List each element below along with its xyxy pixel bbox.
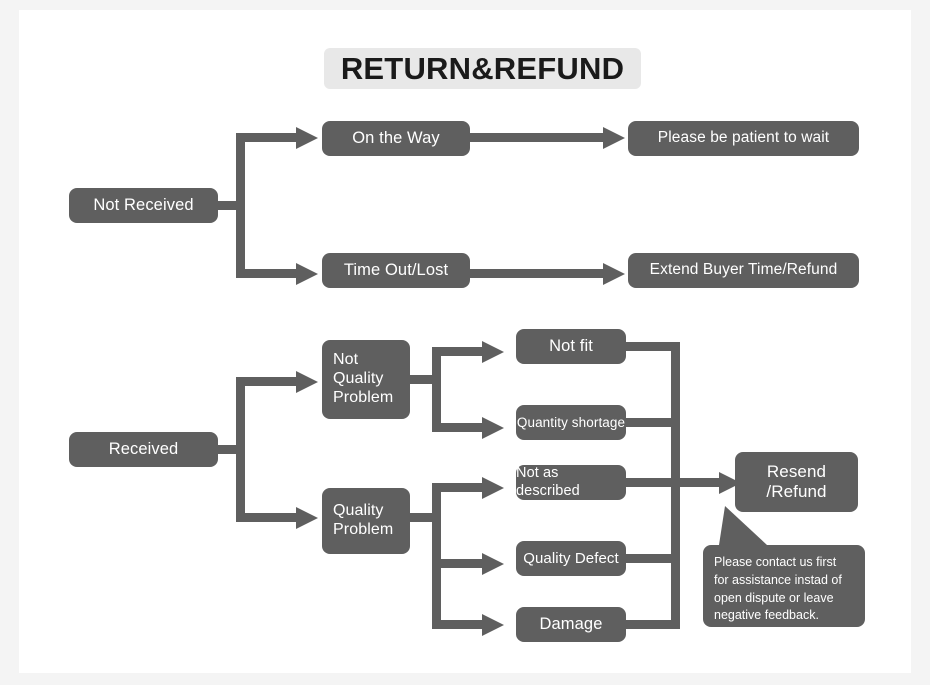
callout-contact-first: Please contact us first for assistance i… xyxy=(703,545,865,627)
connector-quality-arm xyxy=(236,513,298,522)
node-quantity-shortage[interactable]: Quantity shortage xyxy=(516,405,626,440)
connector-damage-arm xyxy=(432,620,484,629)
connector-merge-not-fit xyxy=(626,342,679,351)
node-not-quality-problem-line1: Not xyxy=(333,351,359,369)
connector-quantity-shortage-arm xyxy=(432,423,484,432)
node-resend-refund-line2: /Refund xyxy=(766,482,827,501)
arrowhead-please-be-patient xyxy=(603,126,625,149)
node-quality-defect-label: Quality Defect xyxy=(523,549,619,567)
node-quality-problem-line2: Problem xyxy=(333,521,394,538)
arrowhead-extend-buyer xyxy=(603,262,625,285)
node-damage-label: Damage xyxy=(539,614,603,633)
node-quality-problem-line1: Quality xyxy=(333,502,384,520)
node-damage[interactable]: Damage xyxy=(516,607,626,642)
node-quantity-shortage-label: Quantity shortage xyxy=(516,414,626,430)
arrowhead-damage xyxy=(482,613,504,636)
node-not-quality-problem-label: Not Quality Problem xyxy=(333,351,410,408)
connector-not-fit-arm xyxy=(432,347,484,356)
connector-merge-not-as-described xyxy=(626,478,679,487)
callout-line4: negative feedback. xyxy=(714,608,819,623)
connector-on-the-way-arm xyxy=(236,133,298,142)
node-quality-defect[interactable]: Quality Defect xyxy=(516,541,626,576)
node-extend-buyer-time-refund[interactable]: Extend Buyer Time/Refund xyxy=(628,253,859,288)
node-quality-problem-label: Quality Problem xyxy=(333,502,410,540)
node-quality-problem[interactable]: Quality Problem xyxy=(322,488,410,554)
node-please-be-patient-label: Please be patient to wait xyxy=(657,129,830,147)
connector-not-received-trunk xyxy=(236,133,245,278)
callout-line1: Please contact us first xyxy=(714,555,837,569)
connector-qp-trunk xyxy=(432,483,441,629)
node-not-fit-label: Not fit xyxy=(549,336,593,355)
callout-line3: open dispute or leave xyxy=(714,590,834,605)
arrowhead-not-quality-problem xyxy=(296,370,318,393)
arrowhead-not-as-described xyxy=(482,476,504,499)
node-on-the-way-label: On the Way xyxy=(352,128,440,147)
diagram-canvas: RETURN&REFUND Not Received On the Way Ti… xyxy=(19,10,911,673)
connector-time-out-to-extend xyxy=(470,269,605,278)
connector-quality-defect-arm xyxy=(432,559,484,568)
callout-line2: for assistance instad of xyxy=(714,572,842,587)
node-not-as-described-label: Not as described xyxy=(516,465,580,499)
arrowhead-time-out xyxy=(296,262,318,285)
node-on-the-way[interactable]: On the Way xyxy=(322,121,470,156)
connector-not-received-stub xyxy=(218,201,241,210)
node-not-received[interactable]: Not Received xyxy=(69,188,218,223)
page-title: RETURN&REFUND xyxy=(324,48,641,89)
connector-time-out-arm xyxy=(236,269,298,278)
connector-received-trunk xyxy=(236,377,245,522)
connector-on-the-way-to-patient xyxy=(470,133,605,142)
node-received[interactable]: Received xyxy=(69,432,218,467)
arrowhead-quantity-shortage xyxy=(482,416,504,439)
node-resend-refund[interactable]: Resend /Refund xyxy=(735,452,858,512)
node-please-be-patient-to-wait[interactable]: Please be patient to wait xyxy=(628,121,859,156)
connector-nqp-trunk xyxy=(432,347,441,432)
node-not-fit[interactable]: Not fit xyxy=(516,329,626,364)
connector-qp-stub xyxy=(410,513,437,522)
arrowhead-on-the-way xyxy=(296,126,318,149)
node-time-out-lost-label: Time Out/Lost xyxy=(343,260,449,279)
node-not-quality-problem-line3: Problem xyxy=(333,388,394,406)
connector-received-stub xyxy=(218,445,241,454)
node-extend-buyer-label: Extend Buyer Time/Refund xyxy=(649,261,838,279)
connector-merge-damage xyxy=(626,620,679,629)
arrowhead-quality-defect xyxy=(482,552,504,575)
node-time-out-lost[interactable]: Time Out/Lost xyxy=(322,253,470,288)
node-not-as-described[interactable]: Not as described xyxy=(516,465,626,500)
node-resend-refund-label: Resend /Refund xyxy=(735,462,858,502)
node-not-received-label: Not Received xyxy=(93,195,194,214)
arrowhead-not-fit xyxy=(482,340,504,363)
connector-not-quality-arm xyxy=(236,377,298,386)
connector-merge-quality-defect xyxy=(626,554,679,563)
node-resend-refund-line1: Resend xyxy=(766,461,827,481)
node-received-label: Received xyxy=(108,439,179,458)
connector-nqp-stub xyxy=(410,375,437,384)
arrowhead-quality-problem xyxy=(296,506,318,529)
connector-merge-quantity-shortage xyxy=(626,418,679,427)
connector-merge-to-resend xyxy=(671,478,723,487)
node-not-quality-problem[interactable]: Not Quality Problem xyxy=(322,340,410,419)
node-not-quality-problem-line2: Quality xyxy=(333,370,384,388)
connector-not-as-described-arm xyxy=(432,483,484,492)
